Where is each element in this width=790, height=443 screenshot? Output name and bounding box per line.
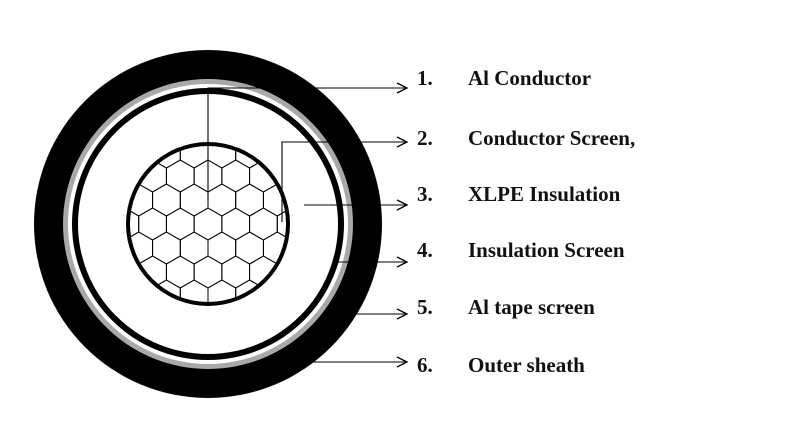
layer-label-conductor-screen: Conductor Screen, [468, 126, 635, 150]
layer-label-al-conductor: Al Conductor [468, 66, 591, 90]
layer-label-outer-sheath: Outer sheath [468, 353, 585, 377]
layer-number-3: 3. [417, 182, 433, 206]
layer-label-insulation-screen: Insulation Screen [468, 238, 625, 262]
layer-number-4: 4. [417, 238, 433, 262]
leader-line-1 [207, 88, 407, 200]
leader-lines [207, 88, 407, 362]
layer-number-2: 2. [417, 126, 433, 150]
layer-number-5: 5. [417, 295, 433, 319]
strand-hexagon [276, 207, 286, 241]
layer-label-xlpe-insulation: XLPE Insulation [468, 182, 621, 206]
leader-line-2 [281, 142, 407, 222]
layer-label-al-tape-screen: Al tape screen [468, 295, 595, 319]
layer-number-1: 1. [417, 66, 433, 90]
layer-labels: 1. Al Conductor 2. Conductor Screen, 3. … [417, 66, 635, 377]
layer-number-6: 6. [417, 353, 433, 377]
